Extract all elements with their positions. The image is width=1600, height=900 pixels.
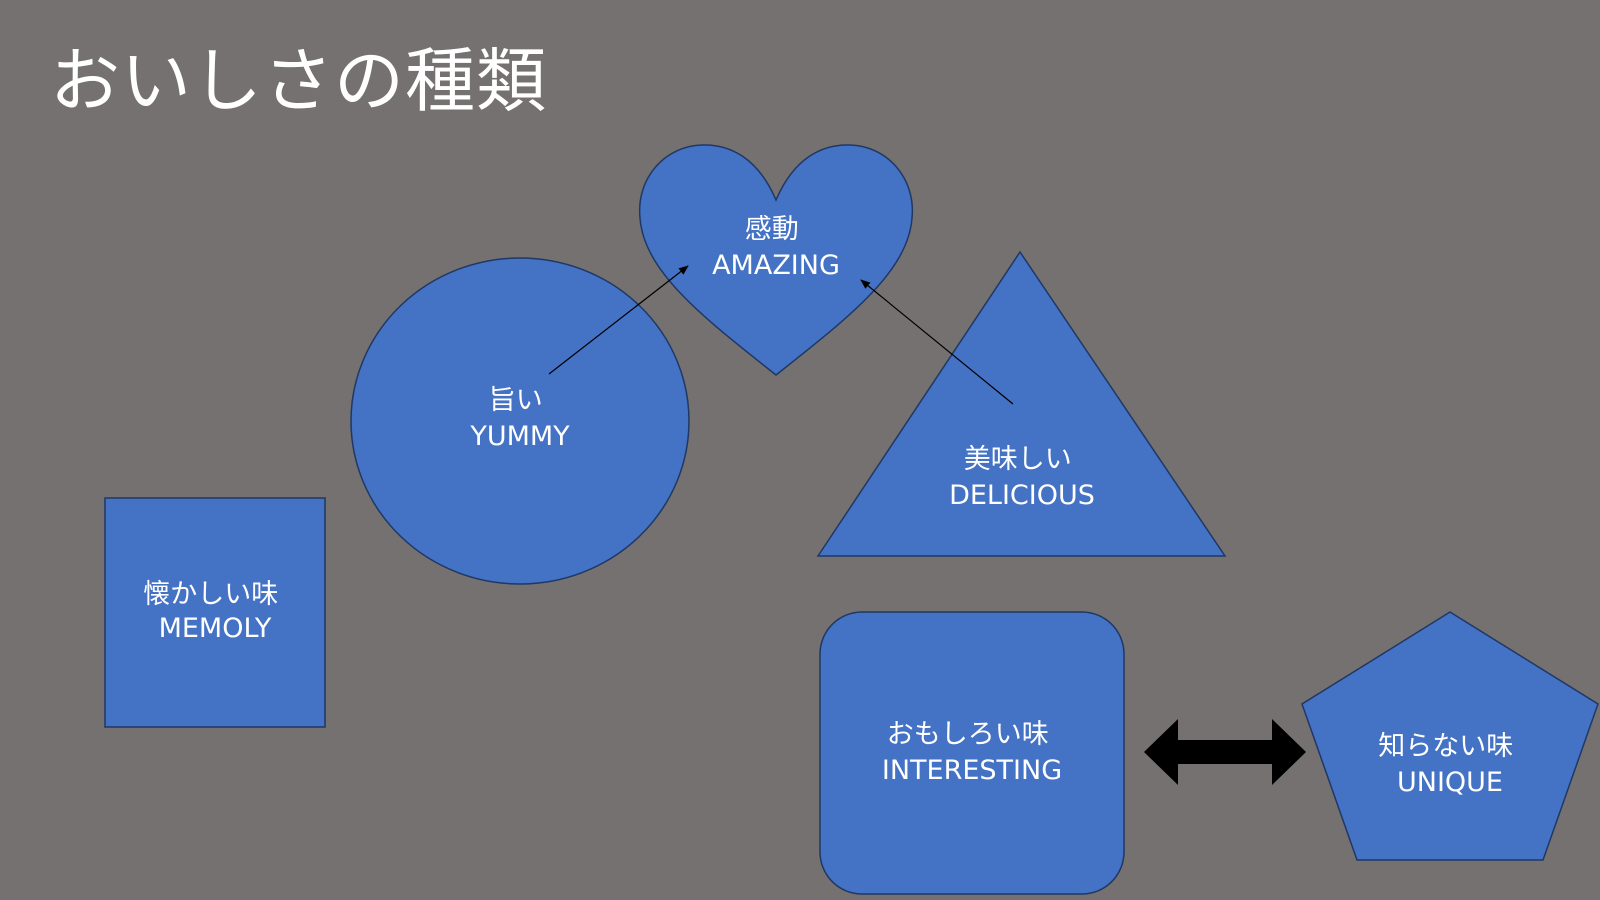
amazing-label-en: AMAZING	[712, 250, 840, 281]
interesting-rounded-rect-node: おもしろい味 INTERESTING	[819, 611, 1125, 895]
amazing-label-ja: 感動	[745, 214, 799, 245]
svg-text:美味しい DELICIOUS: 美味しい DELICIOUS	[949, 444, 1095, 511]
triangle-shape	[816, 250, 1227, 557]
svg-text:おもしろい味 INTERESTING: おもしろい味 INTERESTING	[882, 719, 1062, 786]
interesting-label-en: INTERESTING	[882, 755, 1062, 786]
yummy-label-en: YUMMY	[469, 421, 570, 452]
memory-label-ja: 懐かしい味	[143, 579, 278, 610]
unique-pentagon-node: 知らない味 UNIQUE	[1301, 611, 1599, 861]
unique-label-en: UNIQUE	[1397, 767, 1503, 798]
memory-label-en: MEMOLY	[159, 613, 272, 644]
yummy-label-ja: 旨い	[489, 385, 543, 416]
yummy-circle-node: 旨い YUMMY	[350, 257, 690, 585]
square-shape	[104, 497, 326, 728]
pentagon-shape	[1301, 611, 1599, 861]
yummy-to-amazing-arrow	[548, 265, 689, 375]
delicious-to-amazing-arrow	[860, 279, 1014, 405]
heart-shape	[638, 144, 914, 376]
unique-label-ja: 知らない味	[1378, 731, 1513, 762]
svg-text:懐かしい味 MEMOLY: 懐かしい味 MEMOLY	[143, 579, 287, 644]
double-headed-arrow	[1144, 719, 1306, 785]
amazing-heart-node: 感動 AMAZING	[638, 144, 914, 376]
svg-text:知らない味 UNIQUE: 知らない味 UNIQUE	[1378, 731, 1522, 798]
svg-text:感動 AMAZING: 感動 AMAZING	[712, 214, 840, 281]
rounded-rect-shape	[819, 611, 1125, 895]
circle-shape	[350, 257, 690, 585]
memory-square-node: 懐かしい味 MEMOLY	[104, 497, 326, 728]
delicious-label-en: DELICIOUS	[949, 480, 1095, 511]
slide-title: おいしさの種類	[50, 40, 547, 122]
delicious-triangle-node: 美味しい DELICIOUS	[816, 250, 1227, 557]
delicious-label-ja: 美味しい	[964, 444, 1072, 475]
interesting-label-ja: おもしろい味	[887, 719, 1049, 750]
svg-text:旨い YUMMY: 旨い YUMMY	[469, 385, 570, 452]
